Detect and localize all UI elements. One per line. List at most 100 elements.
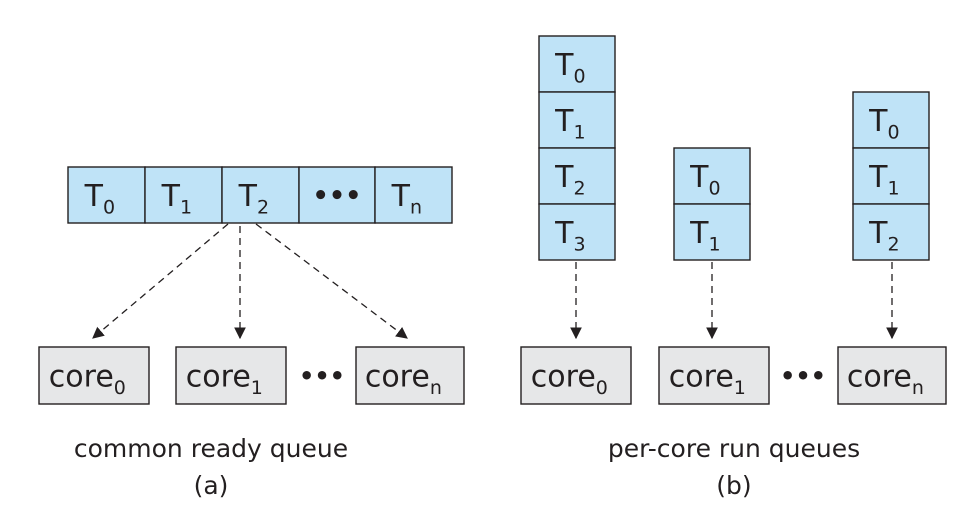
task-cell-0: T0 — [538, 35, 616, 93]
core-ellipsis-a: ••• — [299, 362, 345, 390]
core-1-a-base: core — [186, 359, 251, 394]
task-cell-n-subscript: n — [410, 197, 422, 219]
core-0-b-base: core — [531, 359, 596, 394]
core-n-b-label: coren — [847, 359, 924, 399]
label-b: (b) — [716, 471, 751, 500]
caption-a: common ready queue — [74, 434, 348, 463]
core-n-a-base: core — [365, 359, 430, 394]
task-cell-0: T0 — [852, 91, 930, 149]
core-n-b-base: core — [847, 359, 912, 394]
core-ellipsis-b: ••• — [780, 362, 826, 390]
task-cell-n-base: T — [391, 179, 411, 214]
task-cell-2-box — [221, 166, 300, 224]
task-cell-2-label: T2 — [554, 160, 585, 200]
task-cell-1-label: T1 — [689, 216, 720, 256]
task-cell-0-box — [67, 166, 146, 224]
core-1-b-base: core — [669, 359, 734, 394]
core-n-a: coren — [355, 346, 465, 405]
task-cell-2-base: T — [238, 179, 258, 214]
task-cell-1-subscript: 1 — [573, 122, 585, 144]
task-cell-1: T1 — [144, 166, 223, 224]
run-queue-arrows — [570, 262, 898, 340]
task-cell-0-subscript: 0 — [887, 122, 899, 144]
task-cell-2-base: T — [868, 216, 888, 251]
task-cell-1-subscript: 1 — [887, 178, 899, 200]
task-cell-0-subscript: 0 — [708, 178, 720, 200]
task-cell-0-box — [538, 35, 616, 93]
task-cell-2-base: T — [554, 160, 574, 195]
task-cell-3-base: T — [554, 216, 574, 251]
task-cell-0-subscript: 0 — [103, 197, 115, 219]
task-cell-1: T1 — [852, 147, 930, 205]
label-a: (a) — [194, 471, 229, 500]
task-cell-2-subscript: 2 — [887, 234, 899, 256]
core-0-a-subscript: 0 — [114, 377, 126, 399]
caption-b: per-core run queues — [608, 434, 860, 463]
core-n-a-box — [355, 346, 465, 405]
task-cell-1-label: T1 — [868, 160, 899, 200]
task-cell-0: T0 — [67, 166, 146, 224]
task-cell-1-base: T — [161, 179, 181, 214]
core-0-b-subscript: 0 — [596, 377, 608, 399]
core-1-a-box — [175, 346, 287, 405]
task-cell-1-subscript: 1 — [180, 197, 192, 219]
task-cell-0-subscript: 0 — [573, 66, 585, 88]
task-cell-0-base: T — [689, 160, 709, 195]
core-0-b: core0 — [520, 346, 632, 405]
core-1-b-subscript: 1 — [734, 377, 746, 399]
task-cell-1-subscript: 1 — [708, 234, 720, 256]
task-cell-2-box — [852, 203, 930, 261]
core-n-b: coren — [837, 346, 947, 405]
core-n-b-box — [837, 346, 947, 405]
task-cell-3-box — [538, 203, 616, 261]
task-cell-n: Tn — [374, 166, 453, 224]
core-1-a: core1 — [175, 346, 287, 405]
task-cell-2-box — [538, 147, 616, 205]
core-1-b-box — [658, 346, 770, 405]
task-cell-0-label: T0 — [554, 48, 585, 88]
arrow-to-core-n — [255, 223, 408, 339]
task-cell-1-box — [852, 147, 930, 205]
task-cell-0-label: T0 — [868, 104, 899, 144]
task-cell-1-label: T1 — [554, 104, 585, 144]
queue-ellipsis-cell-ellipsis: ••• — [313, 181, 362, 211]
task-cell-0-label: T0 — [689, 160, 720, 200]
task-cell-2-subscript: 2 — [257, 197, 269, 219]
task-cell-2-label: T2 — [238, 179, 269, 219]
task-cell-1: T1 — [673, 203, 751, 261]
dispatch-arrows — [92, 223, 408, 340]
task-cell-1-label: T1 — [161, 179, 192, 219]
task-cell-3-subscript: 3 — [573, 234, 585, 256]
core-0-a-box — [38, 346, 150, 405]
core-n-a-subscript: n — [430, 377, 442, 399]
queue-ellipsis-cell-box — [298, 166, 376, 224]
task-cell-n-box — [374, 166, 453, 224]
task-cell-0-box — [673, 147, 751, 205]
task-cell-0-base: T — [868, 104, 888, 139]
task-cell-2: T2 — [538, 147, 616, 205]
task-cell-0: T0 — [673, 147, 751, 205]
core-1-b: core1 — [658, 346, 770, 405]
core-0-a-label: core0 — [49, 359, 126, 399]
task-cell-n-label: Tn — [391, 179, 422, 219]
task-cell-3-label: T3 — [554, 216, 585, 256]
core-0-a: core0 — [38, 346, 150, 405]
task-cell-1-box — [538, 91, 616, 149]
task-cell-2: T2 — [852, 203, 930, 261]
core-0-b-label: core0 — [531, 359, 608, 399]
task-cell-2: T2 — [221, 166, 300, 224]
task-cell-1-base: T — [554, 104, 574, 139]
core-n-b-subscript: n — [912, 377, 924, 399]
core-1-a-label: core1 — [186, 359, 263, 399]
task-cell-1-base: T — [868, 160, 888, 195]
task-cell-0-box — [852, 91, 930, 149]
task-cell-2-subscript: 2 — [573, 178, 585, 200]
